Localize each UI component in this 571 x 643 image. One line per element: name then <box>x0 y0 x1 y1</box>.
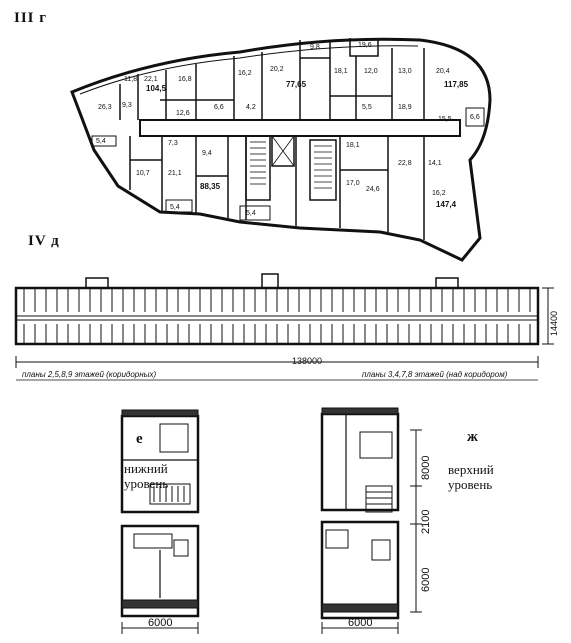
room-area-label: 5,4 <box>170 204 180 211</box>
dimension-length-label: 138000 <box>292 356 323 366</box>
room-area-label: 22,1 <box>144 76 158 83</box>
room-area-label: 5,4 <box>246 210 256 217</box>
room-area-label: 10,7 <box>136 170 150 177</box>
lower-level-caption: нижний уровень <box>124 461 169 491</box>
room-area-label: 18,1 <box>346 142 360 149</box>
section-label-e: е <box>136 431 144 447</box>
room-area-label: 9,4 <box>202 150 212 157</box>
dimension-depth-label: 14400 <box>549 310 559 336</box>
section-label-zh: ж <box>467 429 479 445</box>
room-area-label: 20,2 <box>270 66 284 73</box>
room-area-label: 12,0 <box>364 68 378 75</box>
room-area-label: 6,6 <box>470 114 480 121</box>
room-area-label: 14,1 <box>428 160 442 167</box>
floor-plan-iv <box>14 273 554 381</box>
floor-plan-note-right: планы 3,4,7,8 этажей (над коридором) <box>362 370 508 379</box>
room-area-label: 18,9 <box>398 104 412 111</box>
room-area-label: 9,8 <box>310 44 320 51</box>
room-area-label: 21,1 <box>168 170 182 177</box>
room-area-label: 15,5 <box>438 116 452 123</box>
room-area-label: 7,3 <box>168 140 178 147</box>
floor-plan-note-left: планы 2,5,8,9 этажей (коридорных) <box>22 370 157 379</box>
room-area-label: 24,6 <box>366 186 380 193</box>
dim-top-8000: 8000 <box>420 455 432 480</box>
room-area-label: 17,0 <box>346 180 360 187</box>
section-label-iv: IV д <box>28 233 60 249</box>
room-area-label: 9,3 <box>122 102 132 109</box>
room-area-label: 6,6 <box>214 104 224 111</box>
room-area-label: 12,6 <box>176 110 190 117</box>
room-area-label: 22,8 <box>398 160 412 167</box>
room-area-label: 26,3 <box>98 104 112 111</box>
apartment-area-label: 77,65 <box>286 80 307 89</box>
apartment-area-label: 117,85 <box>444 80 469 89</box>
dim-mid-2100: 2100 <box>420 509 432 534</box>
room-area-label: 5,4 <box>96 138 106 145</box>
room-area-label: 5,5 <box>362 104 372 111</box>
room-area-label: 4,2 <box>246 104 256 111</box>
room-area-label: 16,2 <box>238 70 252 77</box>
room-area-label: 16,2 <box>432 190 446 197</box>
duplex-width-left: 6000 <box>148 617 173 629</box>
section-label-iii: III г <box>14 10 48 26</box>
upper-level-caption: верхний уровень <box>448 462 494 492</box>
duplex-width-right: 6000 <box>348 617 373 629</box>
apartment-area-label: 147,4 <box>436 200 457 209</box>
apartment-area-label: 88,35 <box>200 182 221 191</box>
room-area-label: 11,8 <box>124 76 138 83</box>
dim-bottom-6000: 6000 <box>420 567 432 592</box>
apartment-area-label: 104,5 <box>146 84 167 93</box>
duplex-plans <box>120 407 422 634</box>
room-area-label: 16,8 <box>178 76 192 83</box>
room-area-label: 13,0 <box>398 68 412 75</box>
room-area-label: 19,6 <box>358 42 372 49</box>
floor-plan-iii <box>70 37 492 262</box>
room-area-label: 18,1 <box>334 68 348 75</box>
room-area-label: 20,4 <box>436 68 450 75</box>
